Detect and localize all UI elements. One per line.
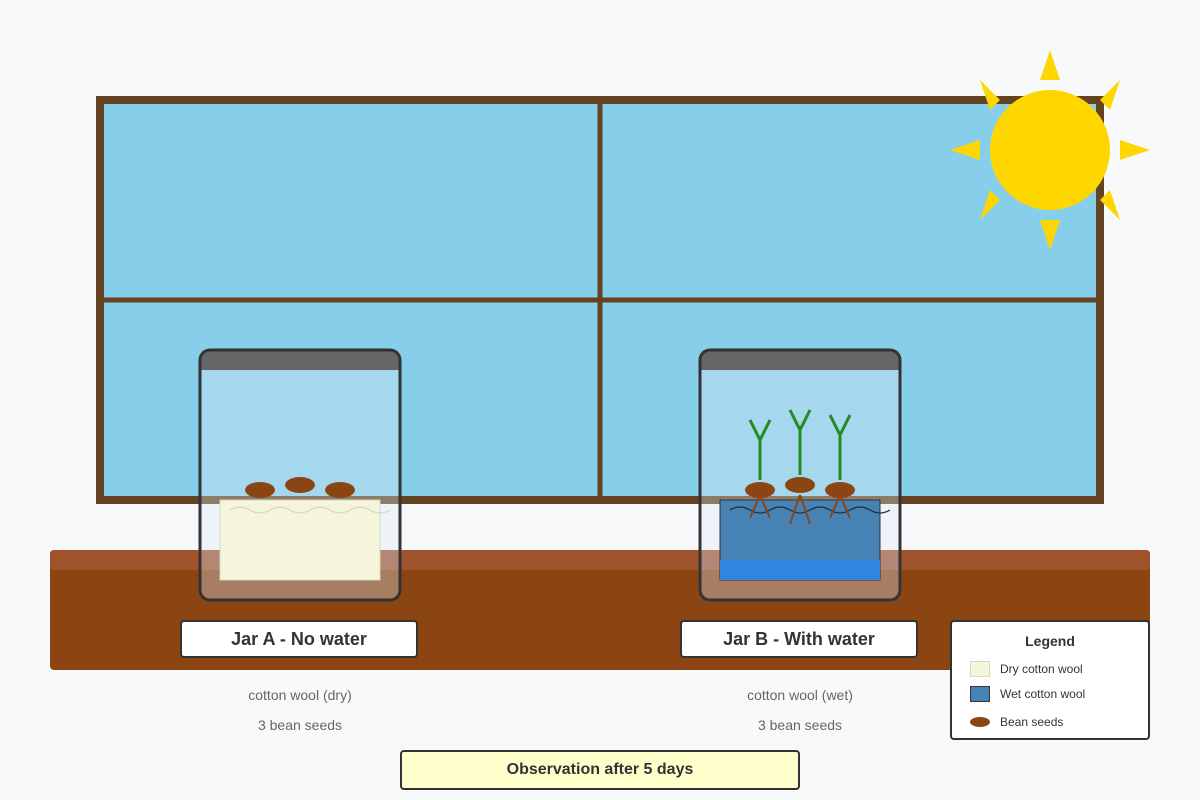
dry-cotton-wool: [219, 499, 381, 581]
sprouts: [748, 409, 852, 480]
sun-disc: [990, 90, 1110, 210]
wet-cotton-texture: [729, 506, 891, 514]
legend: Legend Dry cotton wool Wet cotton wool B…: [950, 620, 1150, 740]
bean-seed-swatch: [970, 717, 990, 727]
legend-item-bean-seeds: Bean seeds: [970, 714, 1063, 730]
jar-a: [198, 348, 402, 602]
jar-a-medium: cotton wool (dry): [248, 687, 352, 703]
jar-a-label: Jar A - No water: [180, 620, 418, 658]
bean-seed: [325, 482, 355, 498]
bean-seed: [825, 482, 855, 498]
jar-b-outline: [698, 348, 902, 602]
water-layer: [720, 560, 880, 580]
jar-b-seeds: 3 bean seeds: [757, 717, 843, 733]
sun-ray: [980, 190, 1000, 220]
dry-cotton-texture: [229, 506, 391, 514]
legend-item-wet-cotton: Wet cotton wool: [970, 686, 1085, 702]
jar-b-medium: cotton wool (wet): [747, 687, 853, 703]
roots: [749, 494, 851, 525]
bean-seed: [745, 482, 775, 498]
jar-a-outline: [198, 348, 402, 602]
sun-ray: [1120, 140, 1150, 160]
sun-ray: [1040, 220, 1060, 250]
jar-b-label: Jar B - With water: [680, 620, 918, 658]
wet-cotton-swatch: [970, 686, 990, 702]
sun-icon: [950, 50, 1150, 250]
sun-ray: [1100, 190, 1120, 220]
sun-ray: [1040, 50, 1060, 80]
jar-a-seeds: 3 bean seeds: [257, 717, 343, 733]
legend-label: Bean seeds: [1000, 715, 1064, 729]
sun-ray: [980, 80, 1000, 110]
bean-seed: [785, 477, 815, 493]
jar-a-lid: [200, 350, 400, 370]
window: [96, 96, 1104, 504]
legend-label: Wet cotton wool: [1000, 687, 1086, 701]
jar-b-lid: [700, 350, 900, 370]
bean-seed: [245, 482, 275, 498]
legend-title: Legend: [1025, 633, 1075, 649]
observation-banner: Observation after 5 days: [400, 750, 800, 790]
legend-label: Dry cotton wool: [1000, 662, 1083, 676]
sun-ray: [950, 140, 980, 160]
legend-item-dry-cotton: Dry cotton wool: [970, 661, 1083, 677]
bean-seed: [285, 477, 315, 493]
sun-ray: [1100, 80, 1120, 110]
dry-cotton-swatch: [970, 661, 990, 677]
jar-b: [698, 348, 902, 602]
